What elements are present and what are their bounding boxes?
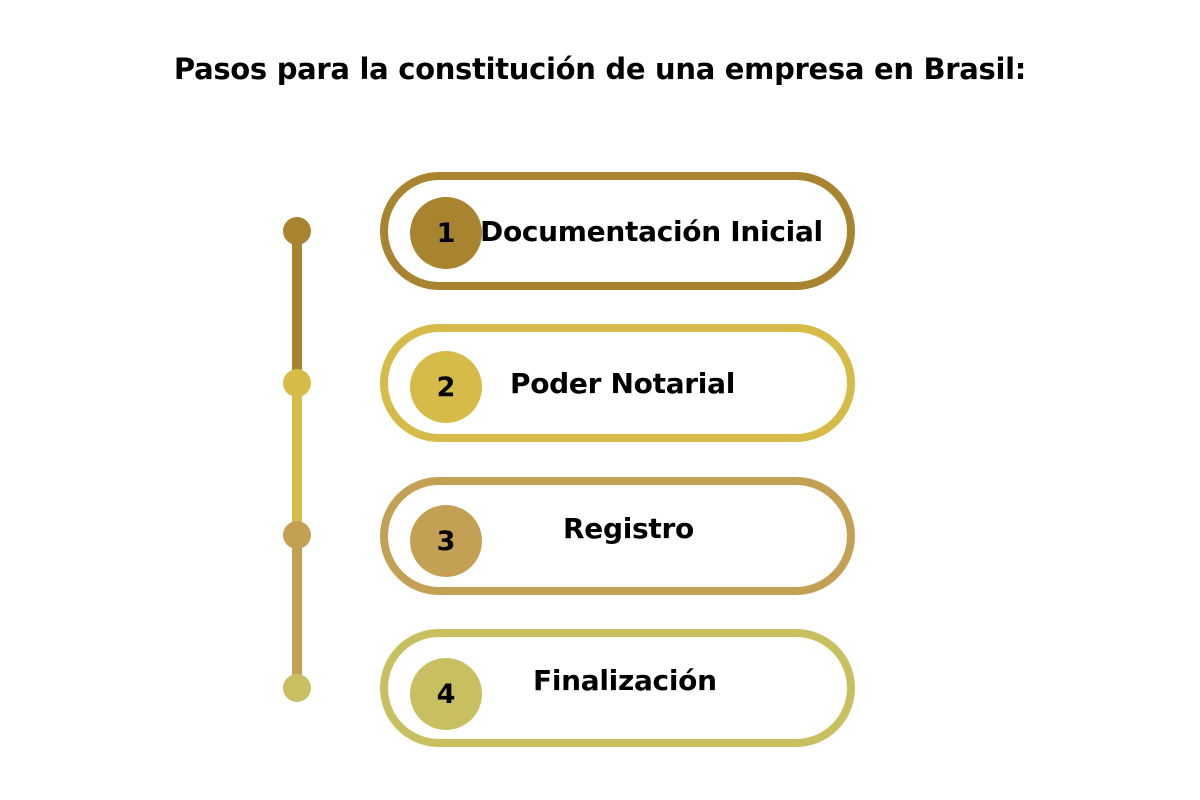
step-number-badge: 1	[410, 197, 482, 269]
step-label: Finalización	[533, 663, 717, 697]
step-3: 3 Registro	[380, 477, 855, 595]
timeline-dot-4	[283, 674, 311, 702]
step-2: 2 Poder Notarial	[380, 324, 855, 442]
timeline-dot-2	[283, 369, 311, 397]
step-number-badge: 3	[410, 505, 482, 577]
page-title: Pasos para la constitución de una empres…	[173, 52, 1027, 86]
timeline-dot-3	[283, 521, 311, 549]
step-number-badge: 2	[410, 351, 482, 423]
step-1: 1 Documentación Inicial	[380, 172, 855, 290]
step-number-badge: 4	[410, 658, 482, 730]
step-label: Documentación Inicial	[480, 214, 823, 248]
timeline-segment-2	[292, 384, 302, 536]
step-label: Registro	[563, 511, 694, 545]
timeline-dot-1	[283, 217, 311, 245]
timeline-segment-1	[292, 232, 302, 384]
step-4: 4 Finalización	[380, 629, 855, 747]
timeline-segment-3	[292, 536, 302, 688]
step-label: Poder Notarial	[510, 366, 735, 400]
